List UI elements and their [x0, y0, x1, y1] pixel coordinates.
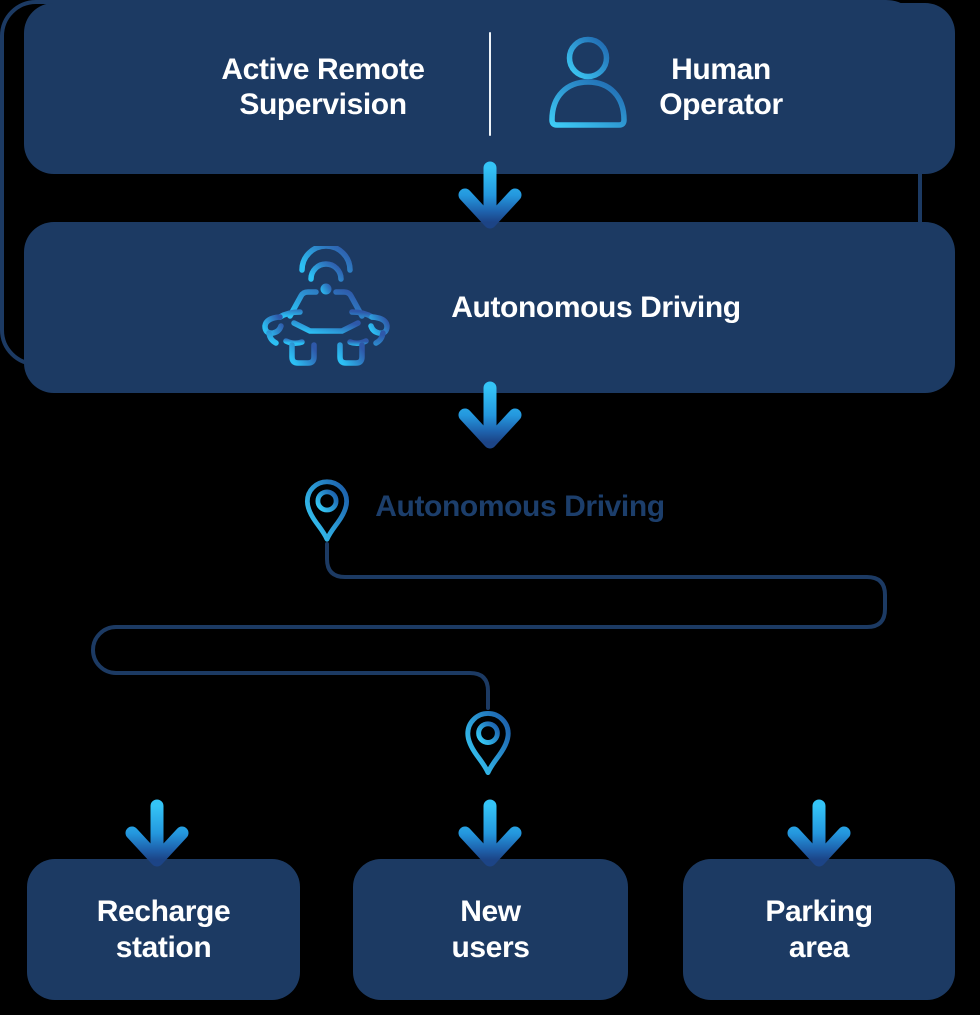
label-line: area: [788, 930, 850, 964]
parking-area-box: Parking area: [683, 859, 955, 1000]
active-remote-supervision-label: Active Remote Supervision: [173, 52, 473, 122]
human-operator-icon: [549, 36, 627, 128]
human-operator-label: Human Operator: [611, 52, 831, 122]
smart-car-icon: [262, 246, 390, 366]
divider-line: [489, 32, 491, 136]
new-users-box: New users: [353, 859, 628, 1000]
new-users-label: New users: [451, 894, 529, 966]
down-arrow-icon: [458, 381, 522, 449]
label-line: Human: [671, 53, 771, 86]
recharge-station-box: Recharge station: [27, 859, 300, 1000]
label-line: New: [460, 894, 521, 928]
label-line: station: [115, 930, 212, 964]
parking-area-label: Parking area: [765, 894, 873, 966]
label-line: Active Remote: [221, 53, 425, 86]
label-line: Supervision: [239, 88, 407, 121]
down-arrow-icon: [458, 799, 522, 867]
label-line: Recharge: [96, 894, 231, 928]
label-line: Operator: [659, 88, 783, 121]
location-pin-icon: [304, 479, 350, 542]
location-pin-icon: [465, 710, 511, 776]
label-line: Parking: [765, 894, 873, 928]
down-arrow-icon: [458, 161, 522, 229]
label-line: users: [451, 930, 530, 964]
autonomous-driving-label: Autonomous Driving: [451, 291, 741, 324]
autonomous-driving-box: Autonomous Driving: [24, 222, 955, 393]
route-autonomous-driving-label: Autonomous Driving: [375, 490, 665, 523]
down-arrow-icon: [787, 799, 851, 867]
down-arrow-icon: [125, 799, 189, 867]
recharge-station-label: Recharge station: [97, 894, 231, 966]
active-remote-supervision-box: Active Remote Supervision Human Operator: [24, 3, 955, 174]
